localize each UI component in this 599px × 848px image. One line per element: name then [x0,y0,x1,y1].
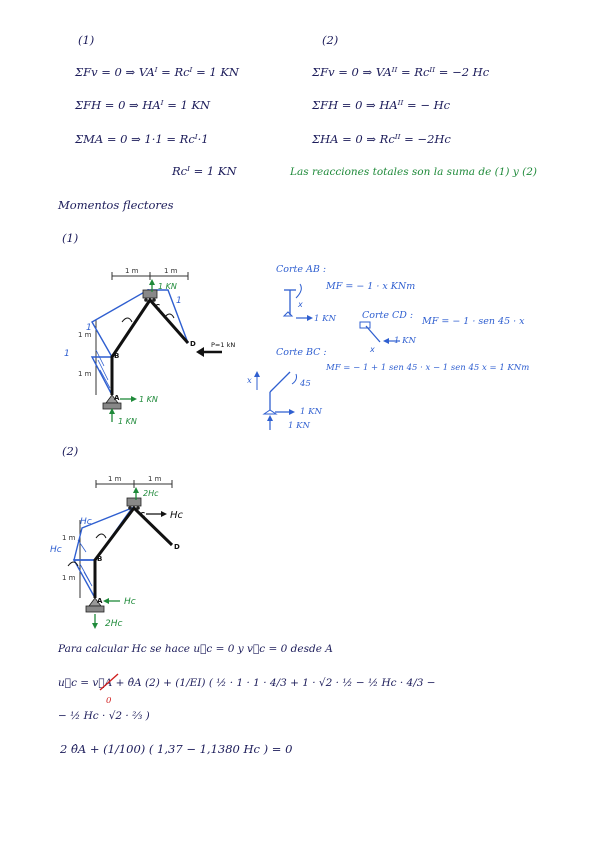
fig1-node-a: A [114,394,120,402]
cut-bc-x: x [247,376,252,386]
fig2-hc-right: Hc [170,510,184,521]
fig1-frame-members [110,297,190,395]
calc-line-2: − ½ Hc · √2 · ⅔ ) [58,710,150,722]
fig2-node-a: A [97,597,103,605]
cut-bc-force-2: 1 KN [288,421,310,431]
calc-line-1: u⃗c = v⃗A + θ̂A (2) + (1/EI) ( ½ · 1 · 1… [58,677,436,689]
svg-text:x: x [369,345,375,354]
fig2-frame-members [93,505,174,598]
fig1-load-label: P=1 kN [211,341,235,349]
case1-eq-moment: ΣMA = 0 ⇒ 1·1 = Rcᴵ·1 [75,132,209,146]
fig2-hc-label-1: Hc [80,517,92,527]
cut-ab-equation: MF = − 1 · x KNm [326,281,416,292]
fig1-ha-label: 1 KN [139,395,158,404]
fig1-dim-2: 1 m [164,267,178,275]
fig1-val-2: 1 [64,349,70,359]
fig2-dim-1: 1 m [108,475,122,483]
cut-bc-angle: 45 [300,379,311,389]
fig2-va-label: 2Hc [105,619,122,629]
cut-bc-equation: MF = − 1 + 1 sen 45 · x − 1 sen 45 x = 1… [326,363,530,373]
fig1-vdim-2: 1 m [78,370,92,378]
fig2-support-a [85,605,105,613]
cut-bc-force-1: 1 KN [300,407,322,417]
case2-eq-vertical: ΣFv = 0 ⇒ VAᴵᴵ = Rcᴵᴵ = −2 Hc [312,65,490,79]
fig2-rc-label: 2Hc [143,489,159,498]
fig2-ha-label: Hc [124,597,136,607]
case2-eq-horizontal: ΣFH = 0 ⇒ HAᴵᴵ = − Hc [312,98,451,112]
fig1-va-label: 1 KN [118,417,137,426]
fig2-node-d: D [174,543,180,551]
fig1-label: (1) [62,231,79,245]
calc-intro: Para calcular Hc se hace u⃗c = 0 y v⃗c =… [58,643,333,655]
cut-cd-title: Corte CD : [362,310,414,321]
cut-cd-equation: MF = − 1 · sen 45 · x [422,316,525,327]
fig1-val-1: 1 [86,323,92,333]
fig2-support-c [126,497,142,507]
svg-text:x: x [297,300,303,309]
calc-zero: 0 [106,696,112,706]
fig1-vdim-1: 1 m [78,331,92,339]
fig2-dim-2: 1 m [148,475,162,483]
cut-ab-title: Corte AB : [276,264,327,275]
calc-line-3: 2 θ̂A + (1/100) ( 1,37 − 1,1380 Hc ) = 0 [60,742,293,756]
case1-label: (1) [78,33,95,47]
fig2-vdim-1: 1 m [62,534,76,542]
superposition-note: Las reacciones totales son la suma de (1… [290,166,538,178]
fig2-vdim-2: 1 m [62,574,76,582]
fig2-node-b: B [97,555,102,563]
case2-label: (2) [322,33,339,47]
case1-eq-vertical: ΣFv = 0 ⇒ VAᴵ = Rcᴵ = 1 KN [75,65,239,79]
cut-ab-force: 1 KN [314,314,336,324]
fig1-node-d: D [190,340,196,348]
fig1-val-3: 1 [176,296,182,306]
fig1-dim-1: 1 m [125,267,139,275]
fig1-node-c: C [155,303,160,311]
fig2-node-c: C [140,511,145,519]
fig1-node-b: B [114,352,119,360]
case1-eq-horizontal: ΣFH = 0 ⇒ HAᴵ = 1 KN [75,98,211,112]
fig2-label: (2) [62,444,79,458]
section-title: Momentos flectores [58,198,174,212]
fig1-support-c [142,289,158,299]
case1-eq-rc: Rcᴵ = 1 KN [172,164,237,178]
cut-bc-title: Corte BC : [276,347,327,358]
cut-cd-force: 1 KN [394,336,416,346]
fig2-hc-label-2: Hc [50,545,62,555]
case2-eq-moment: ΣHA = 0 ⇒ Rcᴵᴵ = −2Hc [312,132,451,146]
fig1-rc-label: 1 KN [158,282,177,291]
